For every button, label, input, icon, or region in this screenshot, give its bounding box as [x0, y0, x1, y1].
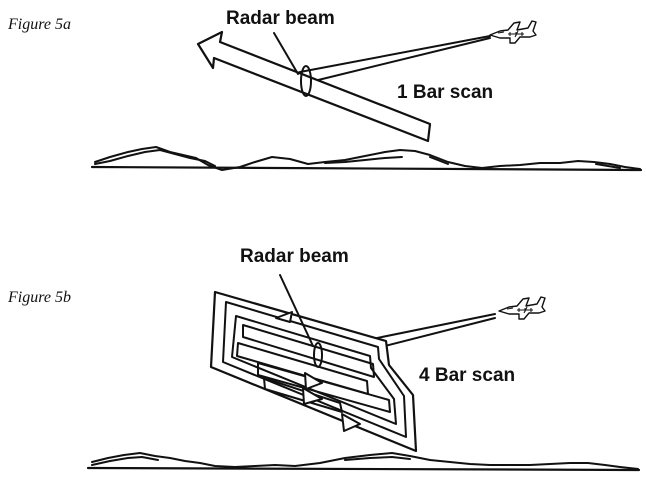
- scan-path-ring-outer: [222, 301, 407, 438]
- scan-path-ring-inner: [231, 315, 397, 425]
- figure-5a: Figure 5a Radar beam 1 Bar scan: [7, 8, 643, 172]
- scan-label-5b: 4 Bar scan: [419, 365, 515, 386]
- beam-pointer-5b: [279, 274, 314, 347]
- beam-sightlines-5a: [299, 35, 491, 83]
- scan-area-panel: [209, 290, 418, 453]
- scan-label-5a: 1 Bar scan: [397, 82, 493, 103]
- terrain-5b: [86, 452, 641, 472]
- beam-pointer-5a: [273, 32, 299, 75]
- beam-footprint-5a: [300, 65, 312, 97]
- jet-aircraft-icon: [498, 296, 546, 320]
- figure-5b: Figure 5b: [7, 246, 641, 472]
- beam-footprint-5b: [313, 342, 323, 368]
- scan-direction-arrows: [275, 311, 361, 432]
- figure-5a-label: Figure 5a: [7, 16, 71, 33]
- radar-beam-label-5a: Radar beam: [226, 8, 335, 29]
- scan-direction-arrow-icon: [196, 30, 432, 143]
- radar-beam-label-5b: Radar beam: [240, 246, 349, 267]
- four-bar-scan-lines: [236, 324, 391, 413]
- terrain-5a: [90, 146, 643, 172]
- figure-5b-label: Figure 5b: [7, 289, 71, 306]
- jet-aircraft-icon: [489, 20, 537, 44]
